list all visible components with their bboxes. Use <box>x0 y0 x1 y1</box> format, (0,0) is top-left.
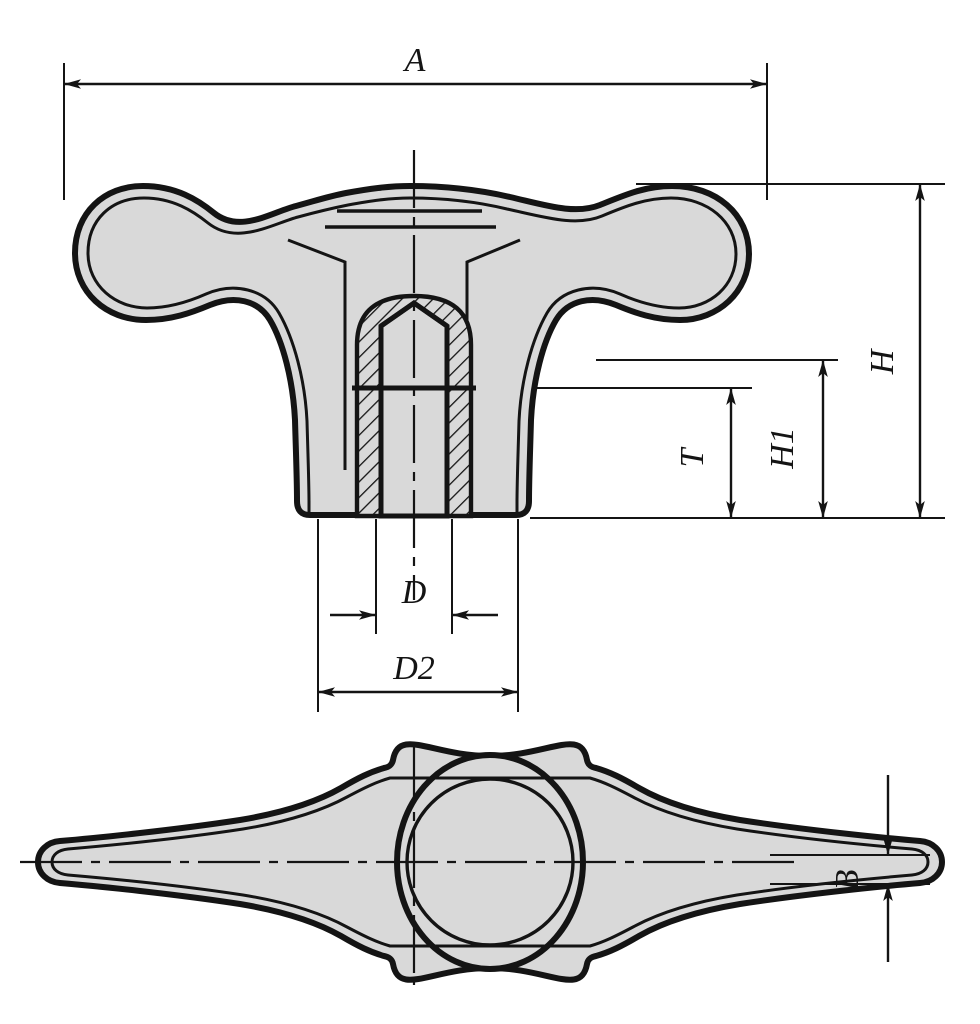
knob-inner-contour <box>86 196 738 515</box>
dimension-d2: D2 <box>318 650 518 697</box>
dim-label-d: D <box>401 574 427 611</box>
dimension-b: B <box>829 775 893 962</box>
extension-lines-b <box>770 854 930 885</box>
dim-label-h1: H1 <box>764 427 801 470</box>
dimension-h1: H1 <box>764 360 828 518</box>
top-plan-view: B <box>20 741 945 985</box>
dimension-d: D <box>330 574 498 620</box>
dim-label-b: B <box>829 869 866 890</box>
dim-label-a: A <box>403 42 426 79</box>
rib-edge-left <box>287 238 347 470</box>
dimension-a: A <box>64 42 767 89</box>
dim-label-h: H <box>864 347 901 375</box>
dim-label-d2: D2 <box>392 650 435 687</box>
dimension-t: T <box>674 388 736 518</box>
knob-inner-contour-top <box>50 776 930 948</box>
front-section-view: A <box>63 42 945 712</box>
dim-label-t: T <box>674 446 711 467</box>
dimension-h: H <box>864 184 925 518</box>
